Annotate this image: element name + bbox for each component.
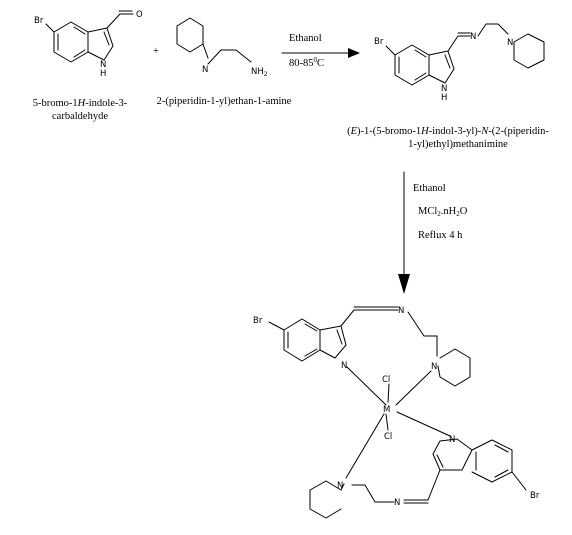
r1-h-atom: H: [100, 69, 106, 79]
reactant1-name-line2: carbaldehyde: [52, 111, 108, 122]
product1-name-line1: (E)-1-(5-bromo-1H-indol-3-yl)-N-(2-(pipe…: [347, 126, 549, 137]
p1-br-atom: Br: [374, 37, 384, 47]
step2-condition: Reflux 4 h: [418, 230, 463, 241]
c-piperidine-n-bottom-atom: N: [337, 481, 343, 491]
step1-solvent: Ethanol: [289, 33, 322, 44]
step1-arrow: [281, 48, 360, 58]
reactant1-name-line1: 5-bromo-1H-indole-3-: [33, 98, 128, 109]
c-br-bottom-atom: Br: [530, 491, 540, 501]
c-imine-n-top-atom: N: [398, 306, 404, 316]
c-metal-atom: M: [383, 405, 390, 415]
r2-n-atom: N: [202, 65, 208, 75]
c-indole-n-top-atom: N: [341, 361, 347, 371]
c-cl-bottom-atom: Cl: [384, 432, 392, 442]
p1-piperidine-n-atom: N: [507, 38, 513, 48]
p1-h-atom: H: [441, 93, 447, 103]
c-cl-top-atom: Cl: [382, 375, 390, 385]
product1-name-line2: 1-yl)ethyl)methanimine: [408, 139, 508, 150]
p1-indole-n-atom: N: [441, 84, 447, 94]
r1-br-atom: Br: [34, 16, 44, 26]
reactant2-name: 2-(piperidin-1-yl)ethan-1-amine: [157, 96, 292, 107]
c-imine-n-bottom-atom: N: [394, 498, 400, 508]
reactant2-structure: [176, 17, 252, 65]
step2-arrow: [398, 171, 410, 294]
c-br-top-atom: Br: [253, 316, 263, 326]
r2-nh2-atom: NH2: [251, 67, 268, 78]
step2-solvent: Ethanol: [413, 183, 446, 194]
product1-structure: [385, 23, 545, 86]
step2-reagent: MCl2.nH2O: [418, 206, 468, 218]
c-piperidine-n-top-atom: N: [431, 362, 437, 372]
plus-sign: +: [153, 46, 159, 57]
r1-n-atom: N: [100, 60, 106, 70]
p1-imine-n-atom: N: [470, 32, 476, 42]
complex-structure: [268, 306, 527, 519]
reactant1-structure: [45, 10, 134, 63]
step1-temperature: 80-850C: [289, 56, 324, 69]
c-indole-n-bottom-atom: N: [449, 435, 455, 445]
r1-o-atom: O: [136, 10, 143, 20]
